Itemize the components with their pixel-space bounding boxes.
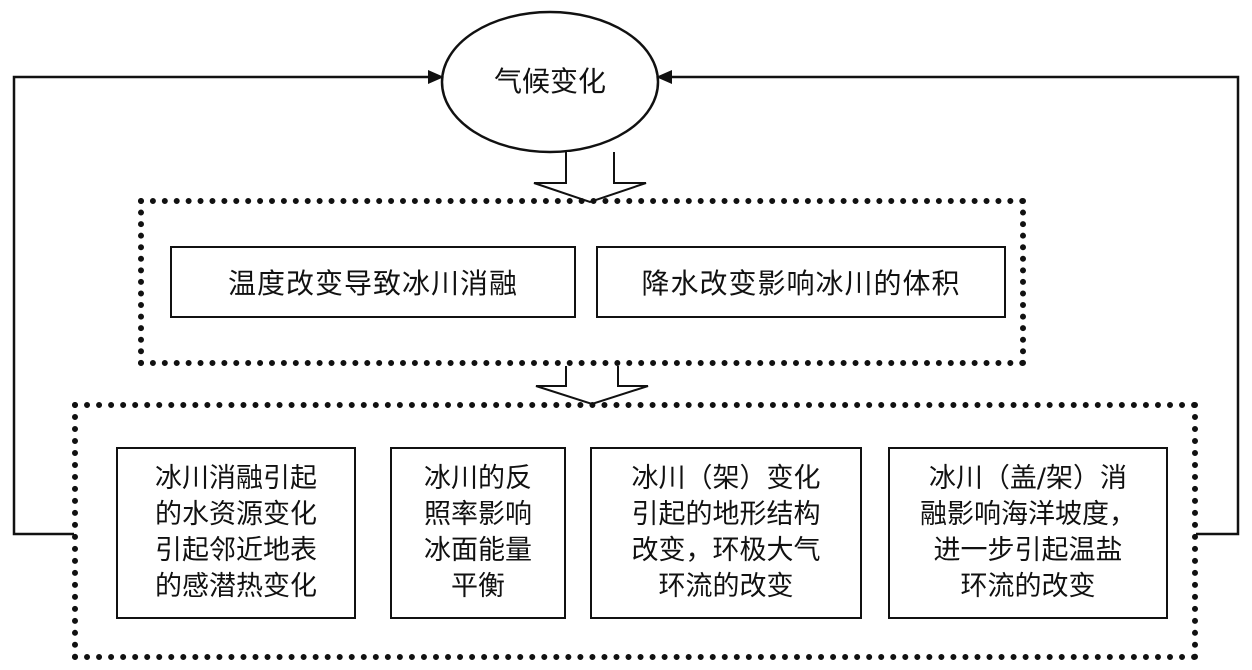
water-resource-line-1: 冰川消融引起	[155, 463, 317, 494]
albedo-box: 冰川的反 照率影响 冰面能量 平衡	[390, 447, 566, 619]
feedback-line-left	[12, 75, 430, 536]
feedback-arrowhead-right	[656, 70, 672, 84]
topography-line-4: 环流的改变	[658, 571, 794, 602]
bottom-dashed-group	[72, 402, 1198, 660]
ocean-circulation-box: 冰川（盖/架）消 融影响海洋坡度， 进一步引起温盐 环流的改变	[888, 447, 1168, 619]
albedo-line-2: 照率影响	[424, 499, 532, 530]
climate-change-ellipse	[440, 10, 660, 154]
hollow-arrow-down-1	[533, 152, 647, 204]
water-resource-line-4: 的感潜热变化	[155, 571, 317, 602]
precipitation-change-box: 降水改变影响冰川的体积	[596, 246, 1006, 318]
albedo-line-4: 平衡	[451, 571, 505, 602]
topography-line-1: 冰川（架）变化	[631, 463, 821, 494]
ocean-circulation-line-4: 环流的改变	[960, 571, 1096, 602]
middle-dashed-group	[138, 198, 1026, 366]
temperature-change-box: 温度改变导致冰川消融	[170, 246, 576, 318]
topography-line-2: 引起的地形结构	[631, 499, 821, 530]
hollow-arrow-down-2	[535, 366, 649, 406]
temperature-change-label: 温度改变导致冰川消融	[227, 267, 518, 300]
ocean-circulation-line-1: 冰川（盖/架）消	[928, 463, 1128, 494]
climate-change-label: 气候变化	[493, 65, 606, 98]
feedback-arrowhead-left	[428, 70, 444, 84]
ocean-circulation-line-2: 融影响海洋坡度，	[920, 499, 1136, 530]
water-resource-line-2: 的水资源变化	[155, 499, 317, 530]
water-resource-line-3: 引起邻近地表	[155, 535, 317, 566]
water-resource-box: 冰川消融引起 的水资源变化 引起邻近地表 的感潜热变化	[116, 447, 356, 619]
precipitation-change-label: 降水改变影响冰川的体积	[641, 267, 961, 300]
topography-line-3: 改变，环极大气	[631, 535, 821, 566]
topography-box: 冰川（架）变化 引起的地形结构 改变，环极大气 环流的改变	[590, 447, 862, 619]
ocean-circulation-line-3: 进一步引起温盐	[933, 535, 1123, 566]
albedo-line-3: 冰面能量	[424, 535, 532, 566]
feedback-line-right	[672, 75, 1240, 536]
albedo-line-1: 冰川的反	[424, 463, 532, 494]
